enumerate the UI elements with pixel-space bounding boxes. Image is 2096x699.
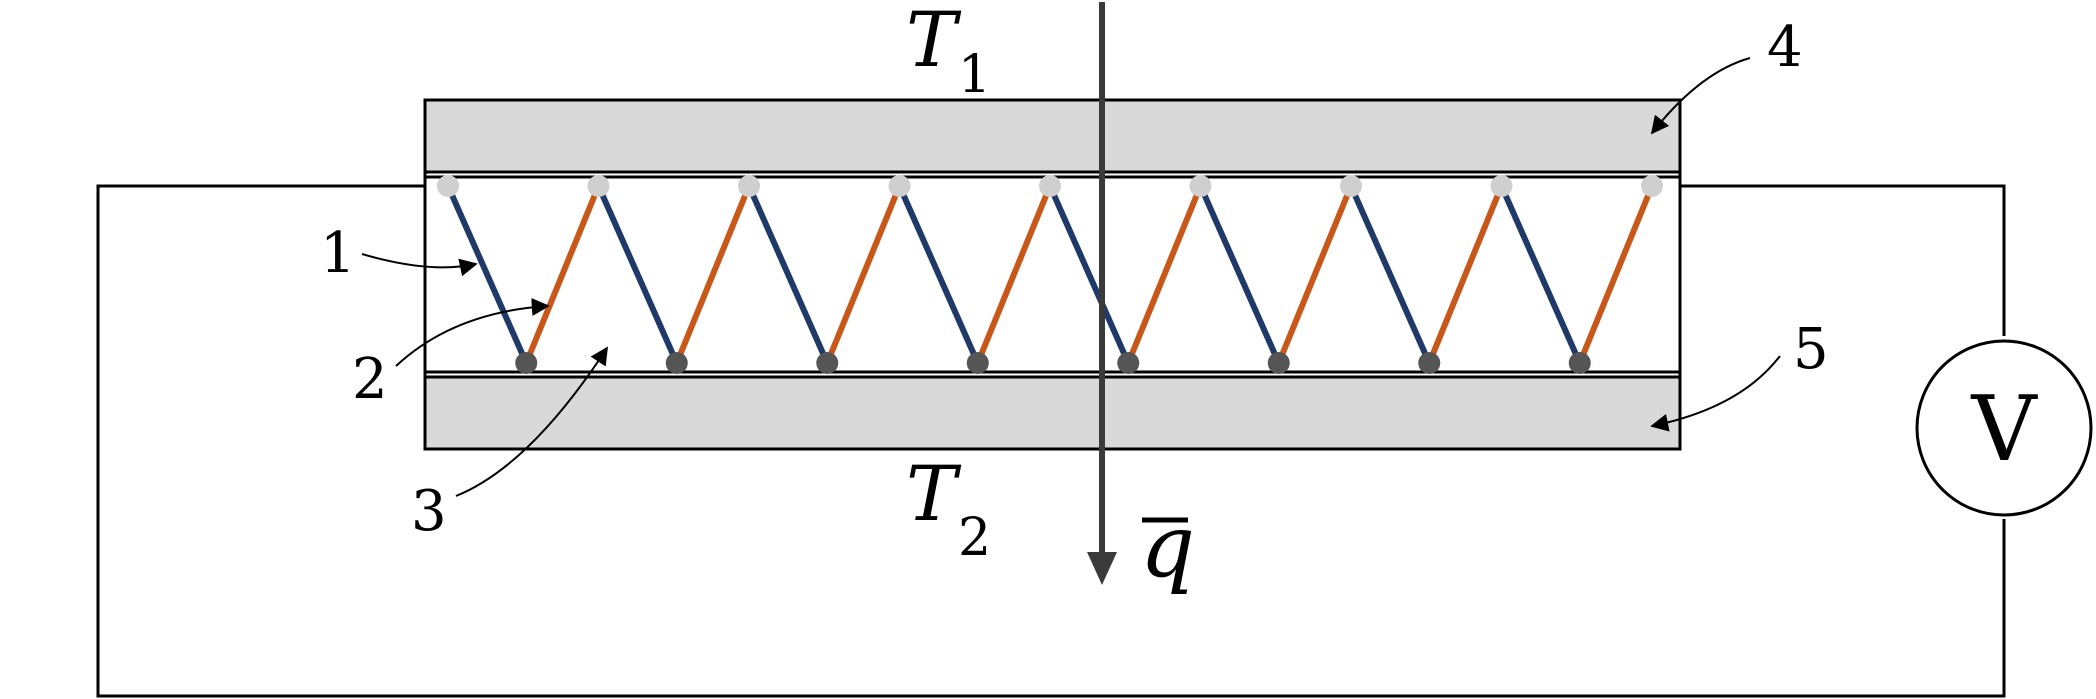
conductor-leg-2 bbox=[824, 184, 903, 365]
label-t1: T 1 bbox=[906, 0, 991, 105]
hot-junction bbox=[1490, 175, 1513, 197]
hot-junction bbox=[1641, 175, 1663, 197]
conductor-leg-1 bbox=[445, 184, 530, 365]
conductor-leg-2 bbox=[1125, 184, 1204, 365]
t1-symbol: T bbox=[906, 0, 962, 84]
circuit-wire-right bbox=[1680, 184, 2006, 336]
voltmeter-label: V bbox=[1971, 377, 2039, 482]
hot-junction bbox=[1039, 175, 1061, 197]
t1-subscript: 1 bbox=[958, 45, 991, 105]
conductor-leg-2 bbox=[523, 184, 602, 365]
callout-4: 4 bbox=[1767, 15, 1803, 80]
cold-junction bbox=[1117, 352, 1140, 374]
conductor-leg-2 bbox=[1576, 184, 1655, 365]
thermocouple-junctions bbox=[437, 175, 1663, 374]
cold-junction bbox=[1568, 352, 1591, 374]
hot-junction bbox=[587, 175, 610, 197]
conductor-leg-1 bbox=[1498, 184, 1583, 365]
t2-subscript: 2 bbox=[958, 508, 991, 568]
top-plate bbox=[423, 98, 1682, 174]
conductor-leg-2 bbox=[1426, 184, 1505, 365]
heat-flux-arrow bbox=[1087, 2, 1117, 585]
bottom-plate bbox=[423, 375, 1682, 451]
thermocouple-legs bbox=[445, 184, 1655, 365]
conductor-leg-2 bbox=[974, 184, 1053, 365]
leader-4 bbox=[1650, 57, 1751, 135]
callout-1: 1 bbox=[320, 221, 356, 286]
cold-junction bbox=[1267, 352, 1290, 374]
label-heat-flux: q bbox=[1140, 497, 1195, 597]
conductor-leg-1 bbox=[1047, 184, 1132, 365]
cold-junction bbox=[515, 352, 538, 374]
conductor-leg-1 bbox=[746, 184, 831, 365]
conductor-leg-1 bbox=[1197, 184, 1282, 365]
callout-3: 3 bbox=[411, 479, 447, 544]
heat-flux-head bbox=[1087, 552, 1117, 585]
voltmeter: V bbox=[1915, 339, 2093, 517]
hot-junction bbox=[888, 175, 911, 197]
conductor-leg-1 bbox=[896, 184, 981, 365]
hot-junction bbox=[738, 175, 760, 197]
cold-junction bbox=[816, 352, 839, 374]
cold-junction bbox=[1418, 352, 1441, 374]
conductor-leg-1 bbox=[595, 184, 680, 365]
conductor-leg-2 bbox=[1275, 184, 1354, 365]
voltmeter-circle bbox=[1915, 339, 2093, 517]
cold-junction bbox=[665, 352, 688, 374]
label-t2: T 2 bbox=[906, 449, 991, 568]
leader-1 bbox=[361, 253, 478, 277]
hot-junction bbox=[437, 175, 459, 197]
callout-5: 5 bbox=[1793, 317, 1829, 382]
t2-symbol: T bbox=[906, 449, 962, 538]
leader-3 bbox=[455, 346, 608, 497]
leader-2 bbox=[395, 298, 550, 367]
hot-junction bbox=[1340, 175, 1362, 197]
callout-2: 2 bbox=[352, 347, 388, 412]
conductor-leg-1 bbox=[1348, 184, 1433, 365]
leader-5 bbox=[1650, 355, 1781, 432]
conductor-leg-2 bbox=[673, 184, 752, 365]
heat-flux-symbol: q bbox=[1140, 497, 1195, 597]
hot-junction bbox=[1189, 175, 1212, 197]
cold-junction bbox=[966, 352, 989, 374]
circuit-wire bbox=[96, 184, 2006, 698]
